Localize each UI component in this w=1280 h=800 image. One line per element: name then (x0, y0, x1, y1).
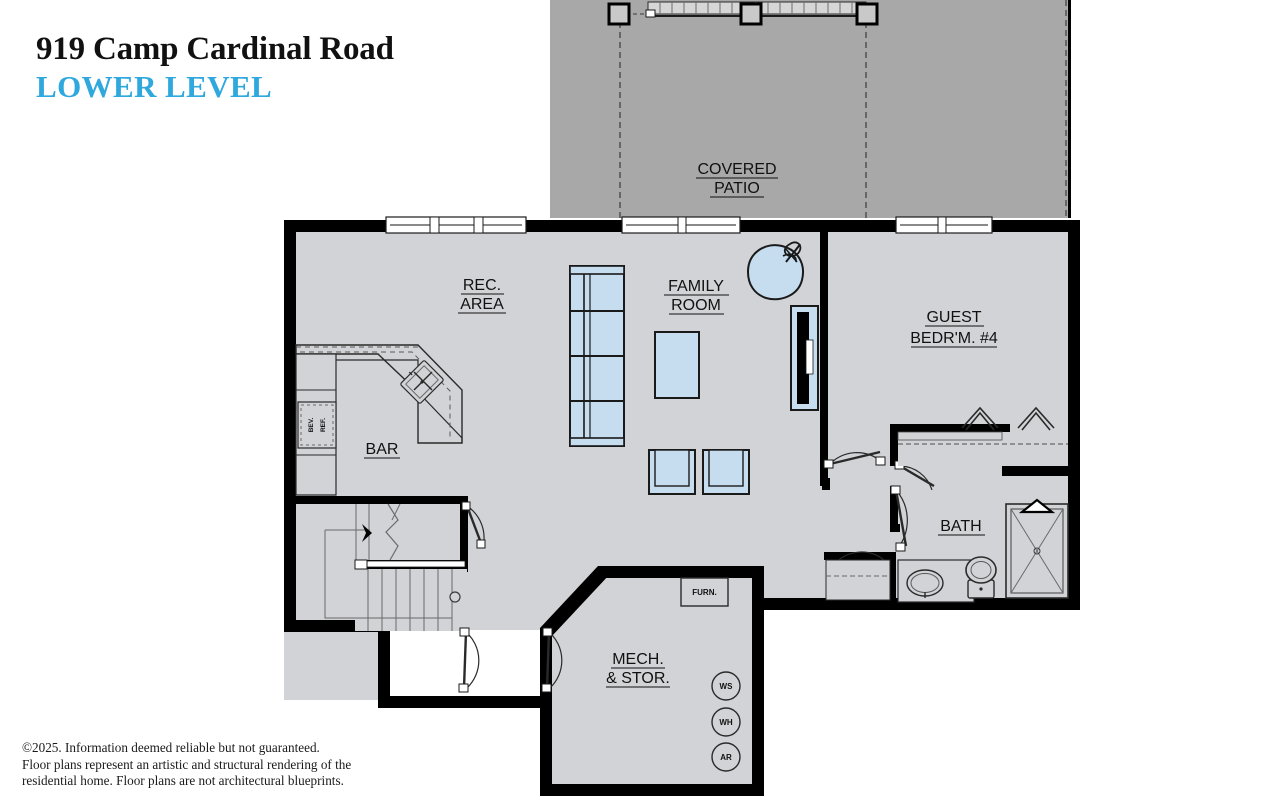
room-labels: COVERED PATIO REC. AREA FAMILY ROOM GUES… (364, 161, 998, 688)
water-softener-label: WS (720, 682, 734, 691)
svg-text:REC.: REC. (463, 277, 501, 294)
disclaimer: ©2025. Information deemed reliable but n… (22, 740, 402, 790)
sofa (569, 265, 625, 447)
room-label-mech-stor: MECH. & STOR. (606, 651, 670, 688)
svg-text:COVERED: COVERED (697, 161, 776, 178)
staircase (324, 503, 467, 631)
room-label-covered-patio: COVERED PATIO (696, 161, 778, 198)
svg-text:MECH.: MECH. (612, 651, 664, 668)
disclaimer-line-3: residential home. Floor plans are not ar… (22, 773, 344, 789)
exterior-windows (385, 216, 993, 234)
equipment-circle: AR (711, 742, 741, 772)
bath-fixtures (825, 498, 1069, 603)
page-title: 919 Camp Cardinal Road (36, 31, 394, 67)
fireplace (790, 305, 819, 411)
svg-text:& STOR.: & STOR. (606, 670, 670, 687)
svg-text:FAMILY: FAMILY (668, 278, 724, 295)
svg-text:ROOM: ROOM (671, 297, 721, 314)
room-label-rec-area: REC. AREA (458, 277, 506, 314)
room-label-guest-bedroom: GUEST BEDR'M. #4 (910, 309, 998, 348)
title-block: 919 Camp Cardinal Road LOWER LEVEL (36, 30, 556, 104)
stair-up-arrow-icon (362, 524, 372, 542)
interior-floor (284, 220, 1080, 795)
doors (458, 450, 935, 693)
svg-text:PATIO: PATIO (714, 180, 760, 197)
covered-patio-area (550, 0, 1071, 218)
room-label-bath: BATH (938, 518, 985, 536)
door (461, 501, 486, 549)
armchair (648, 449, 696, 495)
door (890, 485, 908, 552)
mech-equipment: FURN. WS WH AR (680, 577, 741, 772)
window (621, 216, 741, 234)
armchair (702, 449, 750, 495)
level-subtitle: LOWER LEVEL (36, 69, 273, 104)
equipment-circle: WS (711, 671, 741, 701)
air-return-label: AR (720, 753, 732, 762)
family-room-furniture (569, 241, 819, 495)
door (458, 627, 480, 693)
equipment-circle: WH (711, 707, 741, 737)
coffee-table (654, 331, 700, 399)
svg-text:AREA: AREA (460, 296, 504, 313)
room-label-bar: BAR (364, 441, 400, 459)
bar-millwork: BEV. REF. (295, 344, 463, 496)
bev-ref-label-line2: REF. (320, 418, 327, 432)
furnace-label: FURN. (692, 588, 716, 597)
guest-closet (897, 406, 1068, 466)
svg-text:BATH: BATH (940, 518, 981, 535)
window (385, 216, 527, 234)
svg-text:BAR: BAR (366, 441, 399, 458)
plant-icon (746, 241, 804, 301)
window (895, 216, 993, 234)
disclaimer-line-2: Floor plans represent an artistic and st… (22, 756, 352, 772)
shower-icon (1005, 498, 1069, 599)
disclaimer-line-1: ©2025. Information deemed reliable but n… (22, 740, 320, 755)
door (541, 627, 563, 693)
patio-railing (607, 1, 879, 26)
water-heater-label: WH (719, 718, 733, 727)
room-label-family-room: FAMILY ROOM (664, 278, 729, 315)
bev-ref-label-line1: BEV. (308, 418, 315, 433)
svg-text:GUEST: GUEST (926, 309, 981, 326)
furnace (680, 577, 729, 607)
svg-text:BEDR'M. #4: BEDR'M. #4 (910, 330, 998, 347)
sink-icon (906, 569, 944, 598)
door (823, 450, 886, 469)
toilet-icon (965, 556, 997, 599)
